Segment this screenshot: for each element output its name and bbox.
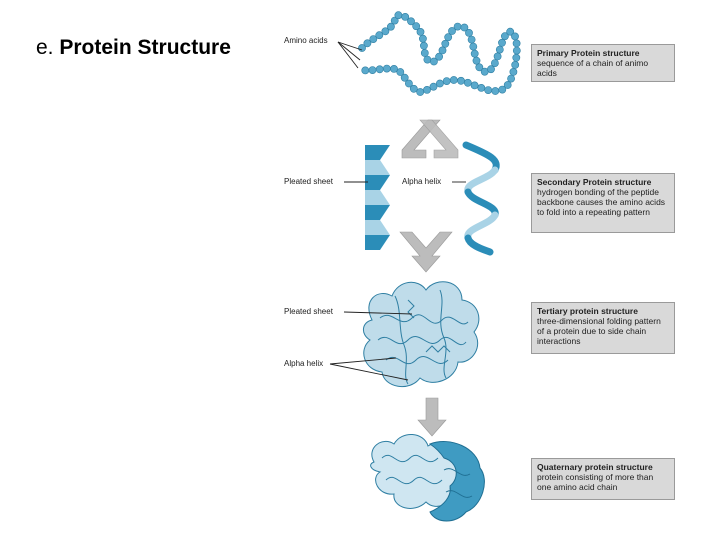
amino-acid-bead (361, 66, 370, 75)
amino-acid-bead (487, 65, 495, 74)
amino-acid-bead (453, 22, 462, 31)
amino-acid-bead (472, 56, 481, 65)
amino-acid-bead (511, 61, 520, 69)
amino-acid-bead (512, 53, 521, 62)
title-text: Protein Structure (59, 36, 231, 59)
tertiary-structure (363, 281, 480, 387)
amino-acid-bead (498, 38, 506, 47)
quaternary-structure-text: protein consisting of more than one amin… (537, 472, 654, 492)
down-arrow (417, 397, 447, 437)
amino-acid-bead (423, 55, 432, 64)
amino-acid-bead (375, 65, 384, 74)
secondary-structure-box: Secondary Protein structure hydrogen bon… (531, 173, 675, 233)
amino-acid-bead (463, 78, 472, 87)
alpha-helix (462, 141, 500, 256)
label-alpha-helix-tertiary: Alpha helix (284, 359, 324, 368)
amino-acid-bead (490, 59, 499, 67)
amino-acid-bead (512, 46, 521, 55)
amino-acid-bead (441, 39, 450, 48)
secondary-structure-heading: Secondary Protein structure (537, 177, 652, 187)
amino-acid-bead (509, 68, 518, 76)
amino-acid-bead (444, 33, 453, 42)
label-pleated-sheet-secondary: Pleated sheet (284, 177, 333, 186)
amino-acid-bead (404, 79, 413, 88)
amino-acid-bead (412, 22, 421, 31)
secondary-structure-text: hydrogen bonding of the peptide backbone… (537, 187, 666, 217)
amino-acid-bead (442, 77, 451, 85)
amino-acid-bead (449, 76, 458, 84)
amino-acid-bead (418, 34, 427, 43)
amino-acid-bead (498, 85, 507, 94)
amino-acid-bead (507, 74, 515, 83)
primary-structure-text: sequence of a chain of animo acids (537, 58, 649, 78)
amino-acid-bead (467, 35, 476, 44)
amino-acid-bead (390, 16, 399, 25)
quaternary-structure-heading: Quaternary protein structure (537, 462, 653, 472)
amino-acid-chain (358, 11, 521, 96)
amino-acid-bead (491, 87, 500, 95)
tertiary-pointers (329, 311, 413, 381)
primary-structure-box: Primary Protein structure sequence of a … (531, 44, 675, 82)
amino-acid-bead (416, 88, 425, 96)
amino-acid-bead (469, 42, 478, 51)
split-arrow (401, 119, 459, 159)
amino-acid-bead (400, 73, 409, 82)
amino-acid-bead (409, 84, 418, 93)
amino-acid-bead (423, 86, 431, 94)
amino-acid-bead (375, 31, 384, 40)
quaternary-structure (370, 434, 485, 522)
amino-acid-bead (457, 76, 465, 85)
amino-acid-bead (420, 49, 429, 57)
tertiary-structure-box: Tertiary protein structure three-dimensi… (531, 302, 675, 354)
amino-acid-bead (438, 46, 447, 55)
amino-acid-bead (435, 79, 444, 88)
quaternary-structure-box: Quaternary protein structure protein con… (531, 458, 675, 500)
amino-acid-bead (416, 27, 425, 36)
amino-acid-pointer-lines (337, 41, 363, 69)
amino-acid-bead (511, 32, 519, 41)
amino-acid-bead (394, 11, 403, 20)
amino-acid-bead (503, 81, 512, 89)
amino-acid-bead (419, 41, 428, 50)
tertiary-structure-heading: Tertiary protein structure (537, 306, 638, 316)
primary-structure-heading: Primary Protein structure (537, 48, 640, 58)
amino-acid-bead (386, 22, 395, 31)
pleated-sheet (365, 145, 390, 250)
amino-acid-bead (465, 29, 473, 37)
amino-acid-bead (484, 86, 493, 94)
amino-acid-bead (448, 27, 456, 35)
amino-acid-bead (512, 39, 521, 48)
amino-acid-bead (495, 45, 504, 54)
title-letter: e. (36, 36, 54, 59)
merge-arrow (399, 231, 453, 273)
amino-acid-bead (470, 49, 479, 58)
amino-acid-bead (396, 68, 405, 76)
amino-acid-bead (470, 81, 479, 90)
amino-acid-bead (429, 57, 438, 66)
amino-acid-bead (390, 65, 398, 73)
amino-acid-bead (381, 27, 390, 36)
label-amino-acids: Amino acids (284, 36, 328, 45)
amino-acid-bead (407, 17, 415, 26)
label-pleated-sheet-tertiary: Pleated sheet (284, 307, 333, 316)
amino-acid-bead (401, 12, 410, 21)
amino-acid-bead (369, 35, 378, 43)
amino-acid-bead (460, 23, 469, 32)
amino-acid-bead (435, 52, 443, 61)
amino-acid-bead (506, 27, 515, 36)
tertiary-structure-text: three-dimensional folding pattern of a p… (537, 316, 661, 346)
amino-acid-bead (382, 64, 391, 73)
amino-acid-bead (493, 52, 502, 61)
slide-title: e. Protein Structure (36, 36, 231, 60)
amino-acid-bead (429, 82, 438, 91)
amino-acid-bead (477, 84, 486, 92)
amino-acid-bead (500, 32, 509, 41)
label-alpha-helix-secondary: Alpha helix (402, 177, 442, 186)
amino-acid-bead (363, 39, 372, 48)
amino-acid-bead (475, 63, 484, 72)
amino-acid-bead (368, 66, 377, 74)
